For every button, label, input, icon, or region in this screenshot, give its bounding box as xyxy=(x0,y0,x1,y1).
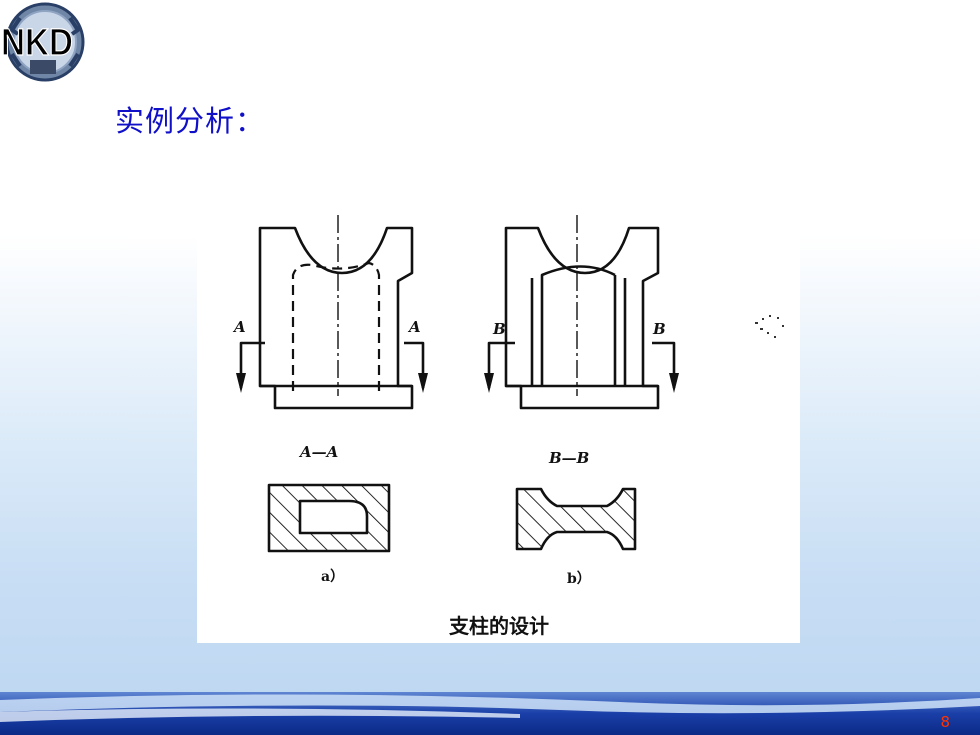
section-a-inner xyxy=(298,499,369,535)
arrowheads xyxy=(236,373,679,393)
label-b-left: B xyxy=(493,320,506,338)
section-a-hatching xyxy=(269,485,389,551)
pillar-b-inner-left xyxy=(540,265,616,386)
logo-text: NKD xyxy=(1,22,73,64)
section-arrow-a-left xyxy=(239,341,265,388)
speckle-marks xyxy=(755,315,784,338)
section-label-b: B—B xyxy=(549,449,590,467)
pillar-a-outline xyxy=(258,226,414,410)
pillar-design-figure: A A B B A—A B—B a） b） 支柱的设计 xyxy=(197,183,800,643)
label-a-left: A xyxy=(234,318,246,336)
figure-caption: 支柱的设计 xyxy=(449,614,549,638)
section-arrow-b-right xyxy=(652,341,676,388)
label-b-right: B xyxy=(653,320,666,338)
sub-label-a: a） xyxy=(321,569,345,585)
label-a-right: A xyxy=(409,318,421,336)
figure-drawing xyxy=(236,215,679,553)
nkd-logo: NKD xyxy=(0,2,85,82)
page-number: 8 xyxy=(940,713,950,731)
footer-band xyxy=(0,692,980,735)
pillar-b-outline xyxy=(504,226,660,410)
slide-title: 实例分析： xyxy=(115,104,266,138)
sub-label-b: b） xyxy=(567,571,591,587)
pillar-a-hidden-cavity xyxy=(291,261,381,391)
section-arrow-b-left xyxy=(487,341,515,388)
section-label-a: A—A xyxy=(300,443,339,461)
section-b-hatching xyxy=(517,489,635,549)
